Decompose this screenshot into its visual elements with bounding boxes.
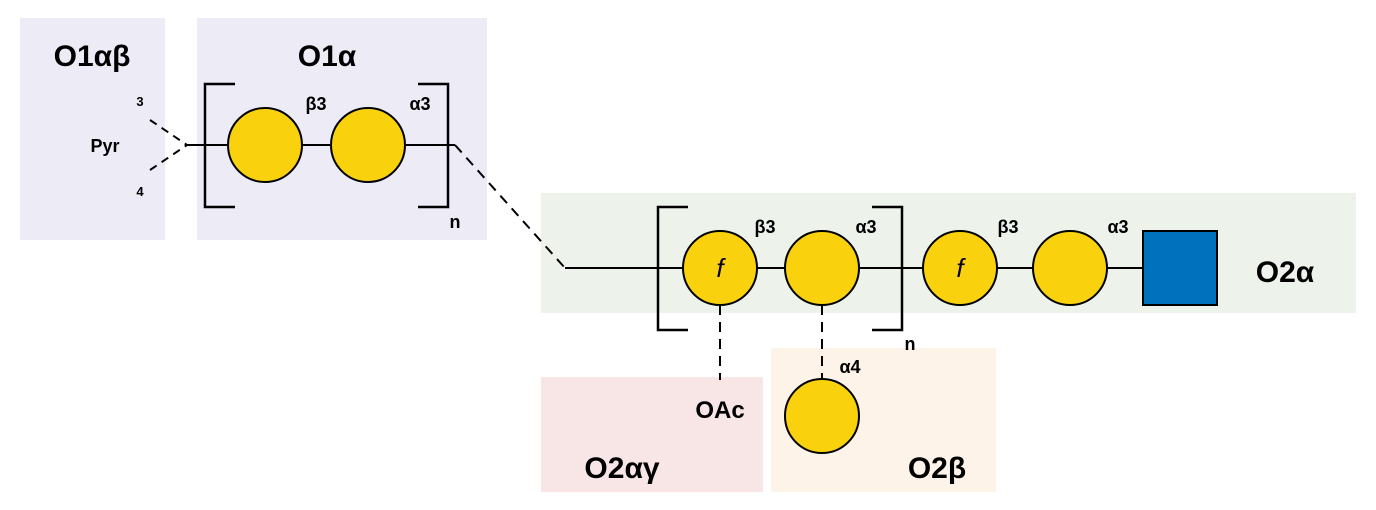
galactose-residue	[1032, 230, 1108, 306]
galactose-branch-residue	[784, 378, 860, 454]
o2-bracket-left	[656, 205, 688, 332]
o2-bracket-right	[872, 205, 904, 332]
repeat-count-label: n	[450, 212, 461, 232]
o1-bracket-left	[203, 82, 235, 209]
region-box-o2ag	[541, 377, 763, 492]
region-label-o1a: O1α	[298, 40, 357, 73]
glcnac-residue	[1142, 230, 1218, 306]
pyruvate-bond-3	[149, 119, 188, 146]
linkage-label: α3	[855, 217, 876, 237]
linkage-label: α3	[409, 94, 430, 114]
pyruvate-ketal	[149, 119, 188, 171]
connector-dashed	[454, 144, 566, 269]
o1-bracket-right	[418, 82, 450, 209]
oac-label: OAc	[695, 397, 744, 424]
region-label-o1ab: O1αβ	[54, 40, 131, 73]
furanose-symbol: f	[956, 253, 966, 283]
linkage-label: β3	[998, 217, 1019, 237]
linkage-label: β3	[755, 217, 776, 237]
region-label-o2a: O2α	[1256, 256, 1315, 289]
pyruvate-position-4: 4	[136, 184, 144, 199]
linkage-label: α3	[1107, 217, 1128, 237]
galactose-residue	[227, 107, 303, 183]
linkage-label: β3	[306, 94, 327, 114]
branch-linkage-label: α4	[839, 357, 860, 377]
pyruvate-position-3: 3	[136, 94, 143, 109]
region-label-o2ag: O2αγ	[584, 452, 659, 485]
galactose-residue	[330, 107, 406, 183]
region-label-o2b: O2β	[908, 452, 966, 485]
galactofuranose-residue	[922, 230, 998, 306]
furanose-symbol: f	[716, 253, 726, 283]
pyruvate-bond-4	[149, 144, 188, 171]
galactose-residue	[784, 230, 860, 306]
region-box-o1ab	[20, 18, 165, 240]
galactofuranose-residue	[682, 230, 758, 306]
repeat-count-label: n	[905, 334, 916, 354]
pyruvate-label: Pyr	[90, 136, 119, 156]
